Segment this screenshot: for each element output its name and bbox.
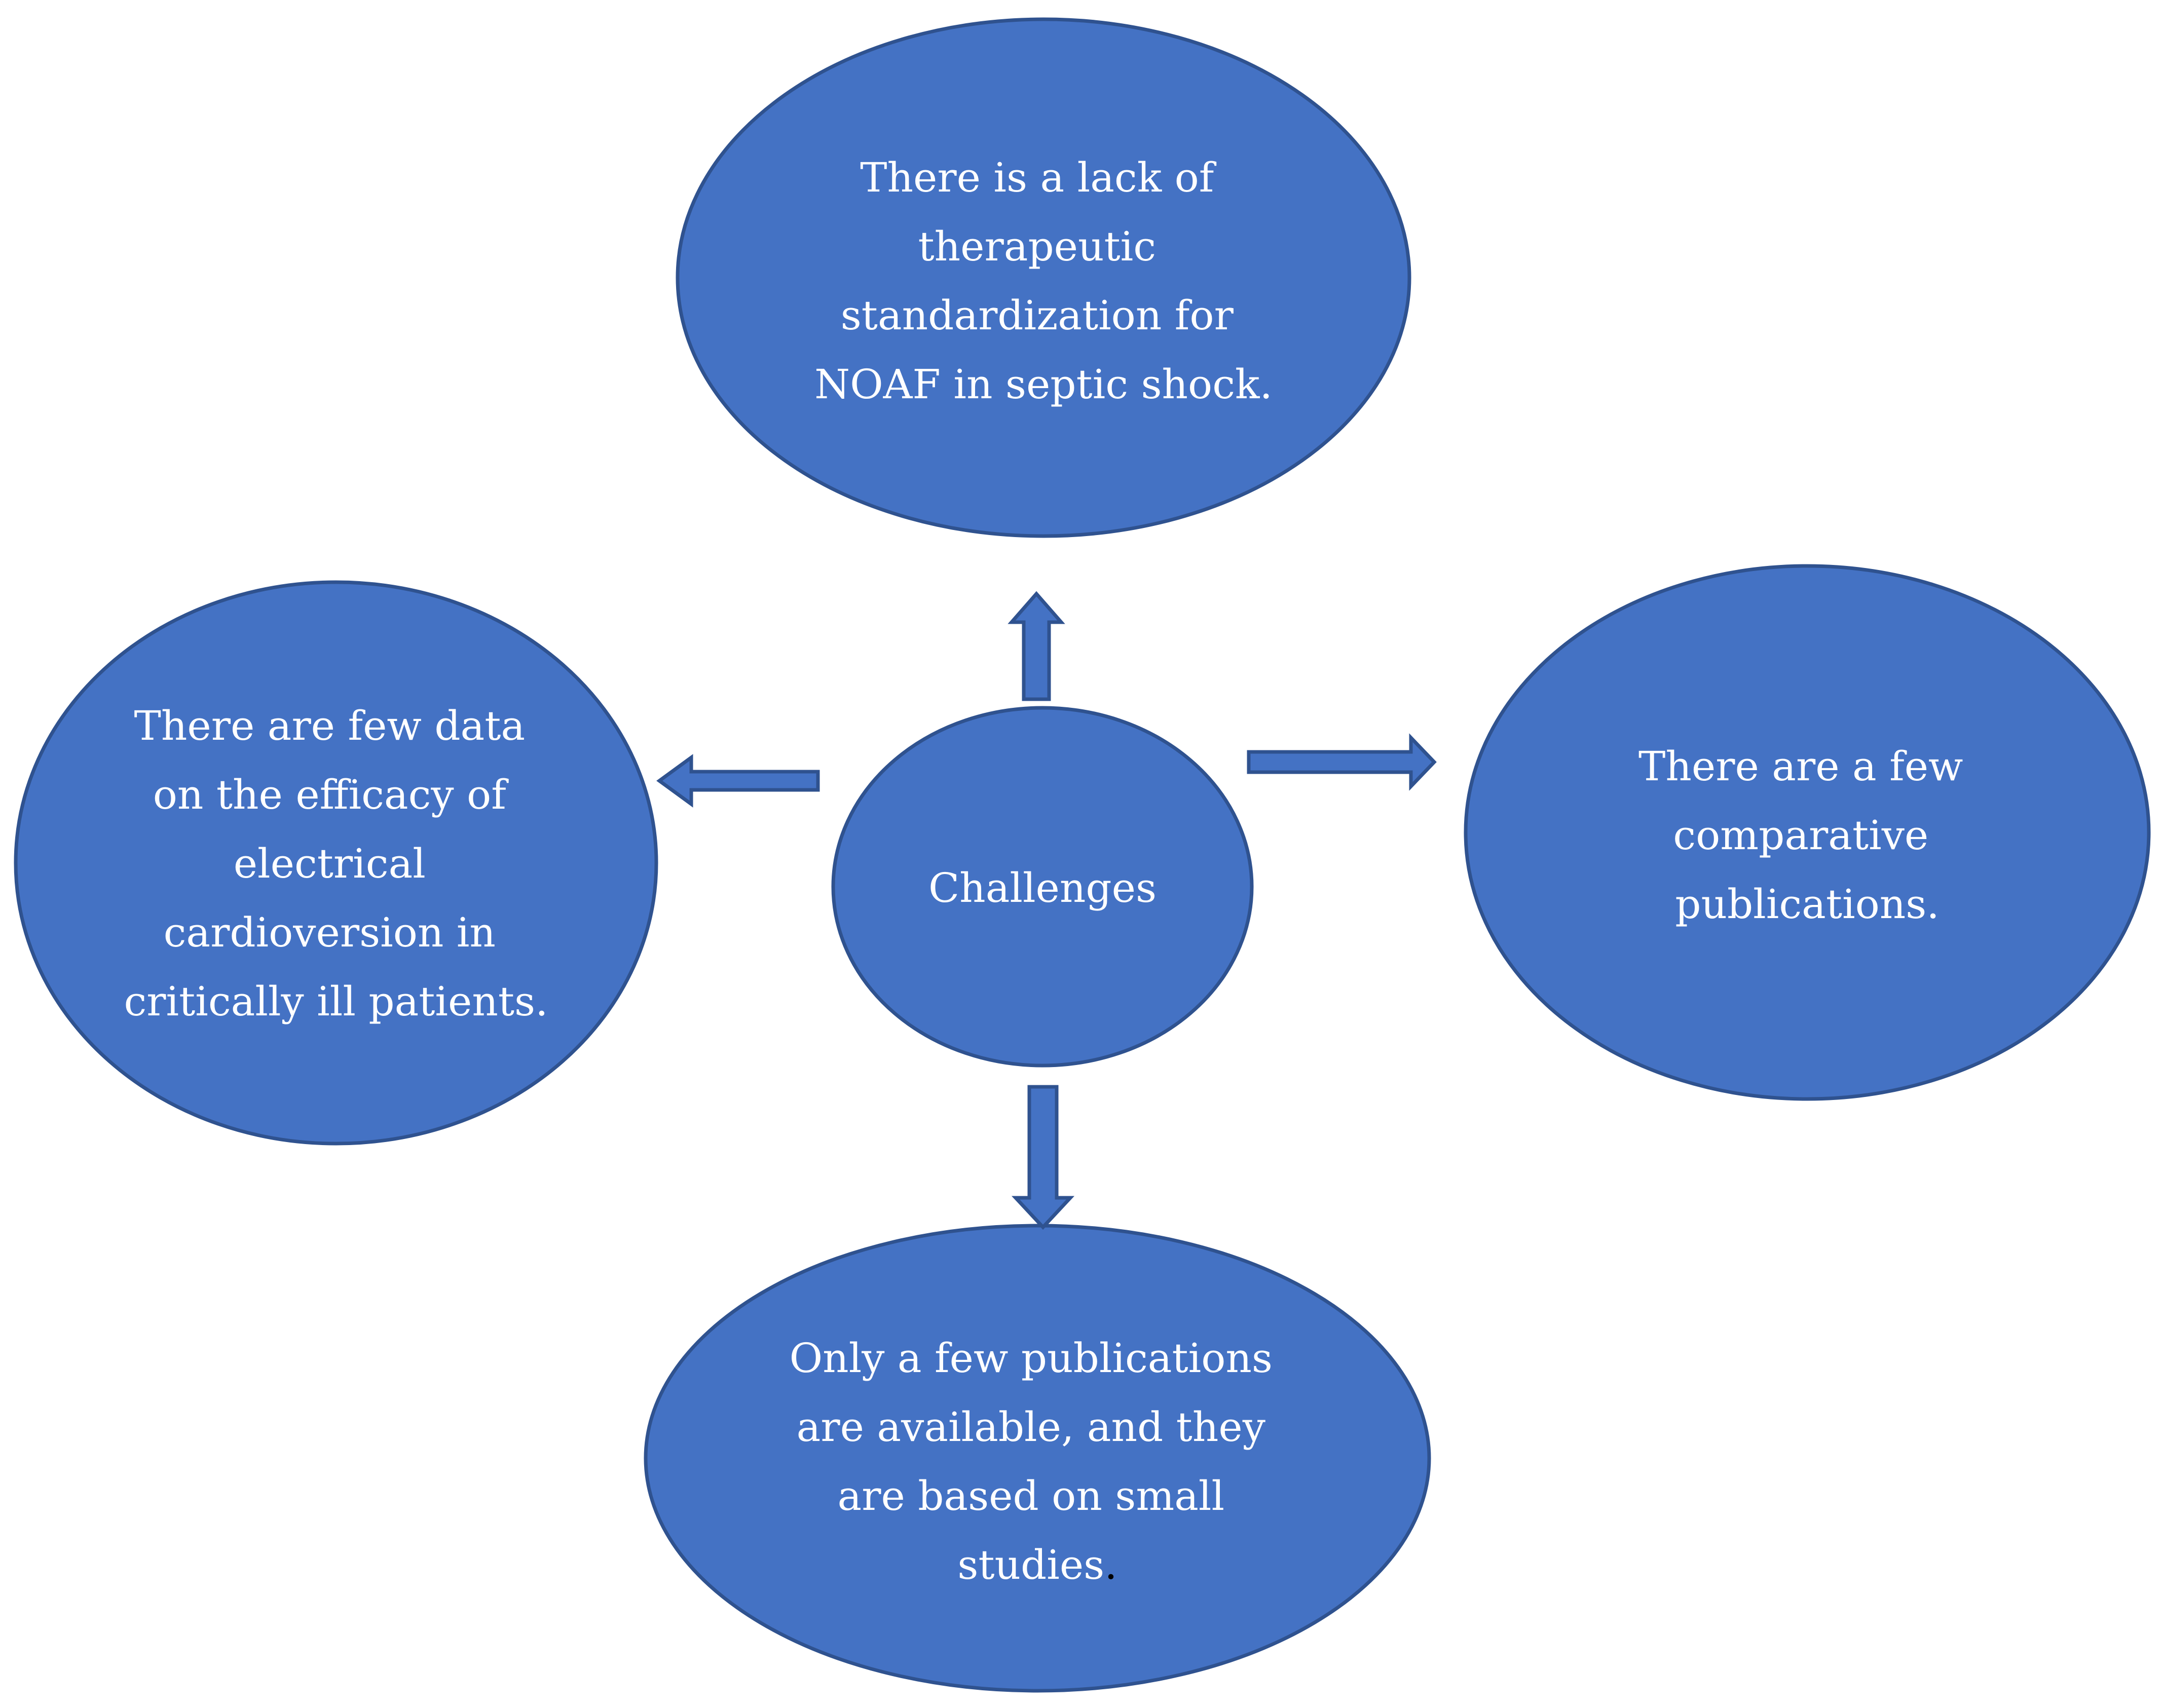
bottom-node-line: studies	[957, 1541, 1104, 1588]
left-node-line: cardioversion in	[164, 909, 496, 956]
right-node-line: There are a few	[1638, 743, 1963, 790]
left-node-text: There are few data on the efficacy of el…	[124, 702, 548, 1025]
center-node-label: Challenges	[928, 864, 1157, 912]
top-node-line: NOAF in septic shock.	[814, 361, 1273, 408]
right-node-line: publications.	[1675, 881, 1940, 928]
top-node-line: standardization for	[841, 292, 1234, 339]
top-node-ellipse	[676, 17, 1411, 538]
arrow-down	[1011, 1085, 1075, 1230]
bottom-node-line: are available, and they	[797, 1403, 1265, 1451]
left-node-line: critically ill patients.	[124, 978, 548, 1025]
right-node-text: There are a few comparative publications…	[1638, 743, 1976, 928]
top-node-line: There is a lack of	[860, 154, 1217, 201]
arrow-up	[1008, 591, 1065, 701]
bottom-node-line: Only a few publications	[790, 1335, 1273, 1382]
top-node-text: There is a lack of therapeutic standardi…	[814, 154, 1273, 408]
arrow-left	[656, 754, 820, 808]
left-node-line: electrical	[234, 840, 426, 887]
center-node-ellipse	[831, 706, 1254, 1068]
left-node-line: There are few data	[134, 702, 526, 749]
arrow-right	[1247, 733, 1437, 791]
right-node-line: comparative	[1673, 812, 1928, 859]
top-node-line: therapeutic	[918, 223, 1156, 270]
left-node-line: on the efficacy of	[153, 771, 509, 818]
right-node-ellipse	[1464, 564, 2151, 1101]
bottom-node-ellipse	[644, 1224, 1431, 1693]
bottom-node-line: are based on small	[838, 1472, 1225, 1520]
left-node-ellipse	[14, 580, 658, 1146]
bottom-node-text: Only a few publications are available, a…	[790, 1335, 1286, 1588]
bottom-node-trailing-dot: .	[1104, 1541, 1117, 1588]
